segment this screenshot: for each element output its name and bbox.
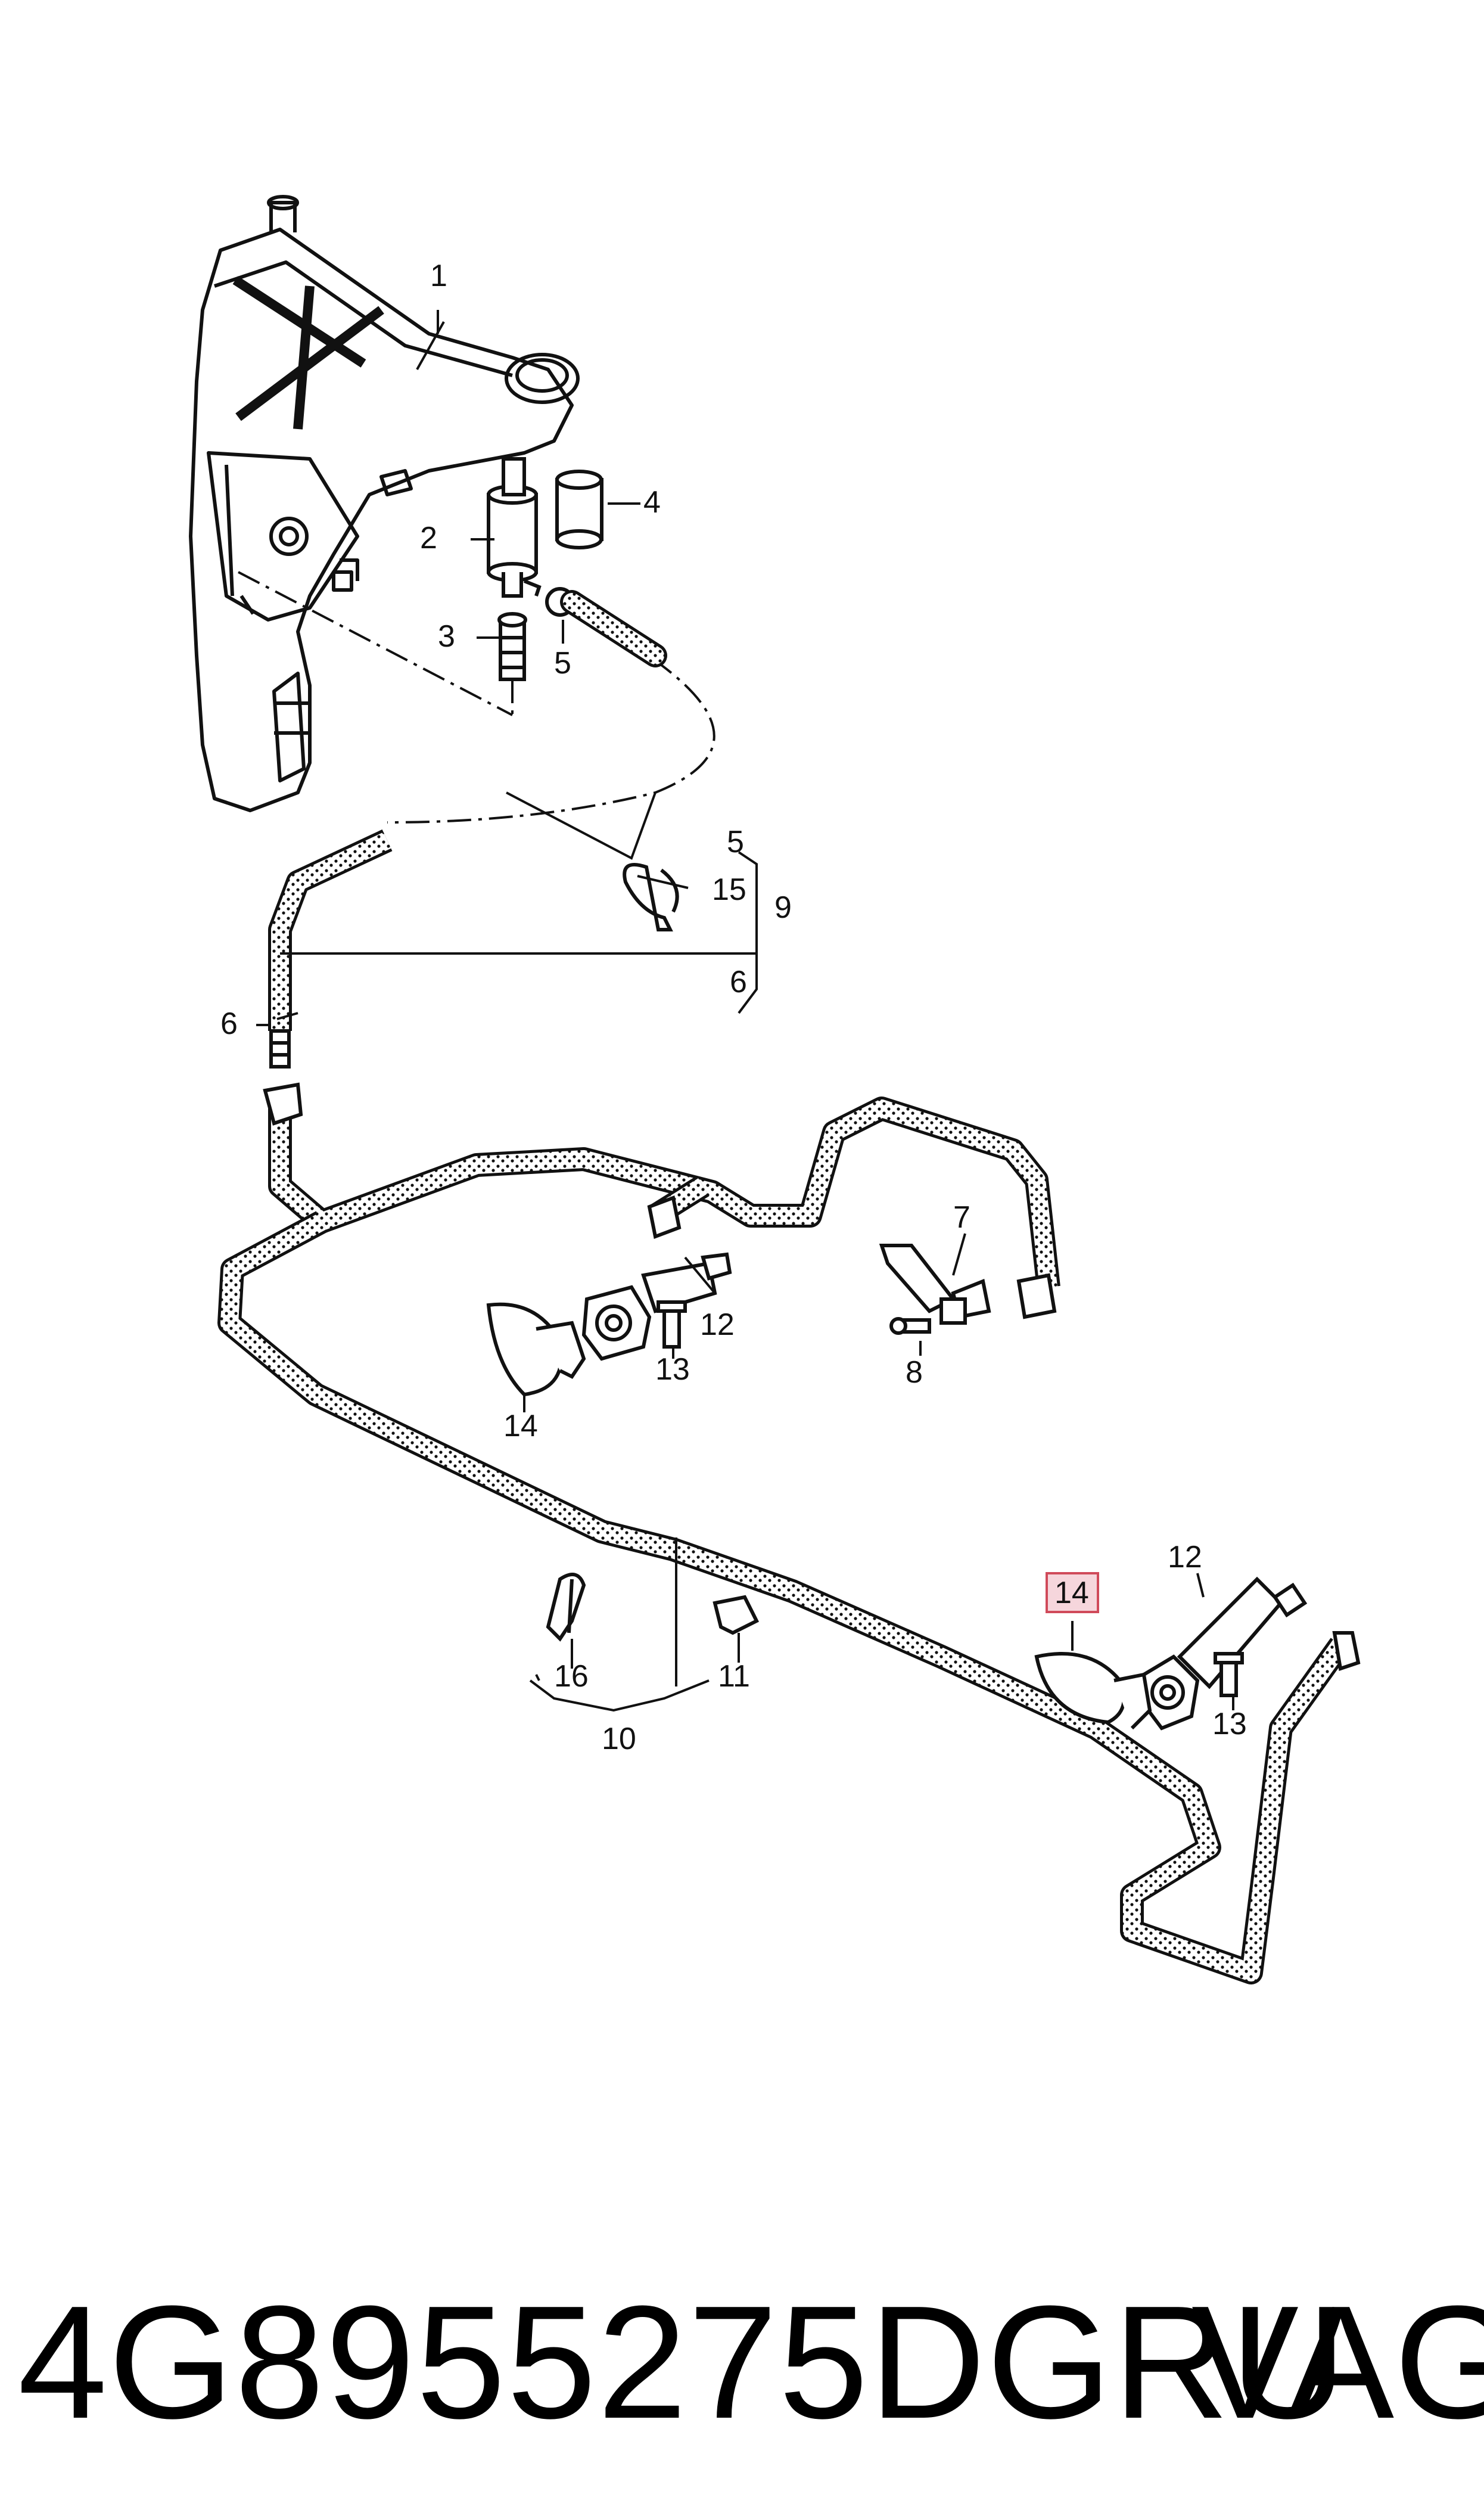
- callout-11: 11: [718, 1659, 750, 1694]
- hose-lines: [217, 590, 1351, 1984]
- washer-nozzle-right: [1142, 1576, 1308, 1731]
- callout-2: 2: [420, 521, 437, 555]
- callout-1: 1: [430, 259, 447, 293]
- callout-5-top: 5: [554, 646, 571, 681]
- hose-clip-11: [713, 1595, 760, 1635]
- nozzle-cap-left: [486, 1302, 586, 1397]
- nozzle-cap-right: [1034, 1652, 1152, 1730]
- grommet: [555, 470, 603, 549]
- cable-tie-16: [546, 1573, 586, 1642]
- callout-4: 4: [643, 485, 661, 520]
- callout-16: 16: [554, 1659, 589, 1694]
- leader-lines: [256, 310, 1234, 1712]
- callout-6-hose: 6: [220, 1007, 238, 1041]
- callout-6-group: 6: [730, 965, 747, 999]
- callout-13-left: 13: [655, 1352, 690, 1387]
- callout-8: 8: [906, 1355, 923, 1390]
- mounting-bracket: [879, 1244, 991, 1325]
- screw: [889, 1317, 931, 1335]
- callout-7: 7: [953, 1200, 970, 1235]
- pump-filter: [497, 612, 527, 681]
- callout-12-right: 12: [1168, 1540, 1202, 1574]
- bolt-right: [1214, 1652, 1244, 1697]
- brand-name: VAG: [1191, 2273, 1484, 2452]
- bolt-left: [657, 1300, 687, 1349]
- callout-15: 15: [712, 872, 746, 907]
- callout-14-right: 14: [1054, 1576, 1089, 1610]
- callout-14-left: 14: [503, 1409, 538, 1443]
- cable-tie-15: [623, 863, 679, 931]
- callout-14-right-highlight: [1046, 1572, 1099, 1613]
- callout-9: 9: [774, 890, 792, 925]
- callout-13-right: 13: [1212, 1707, 1247, 1741]
- washer-pump: [487, 457, 542, 598]
- hose-fittings: [263, 1029, 1361, 1671]
- washer-reservoir: [189, 195, 580, 812]
- callout-10: 10: [602, 1722, 636, 1756]
- callout-3: 3: [438, 619, 455, 654]
- callout-5-group: 5: [727, 825, 744, 859]
- callout-12-left: 12: [700, 1307, 735, 1342]
- part-number: 4G8955275DGRU: [18, 2273, 1348, 2452]
